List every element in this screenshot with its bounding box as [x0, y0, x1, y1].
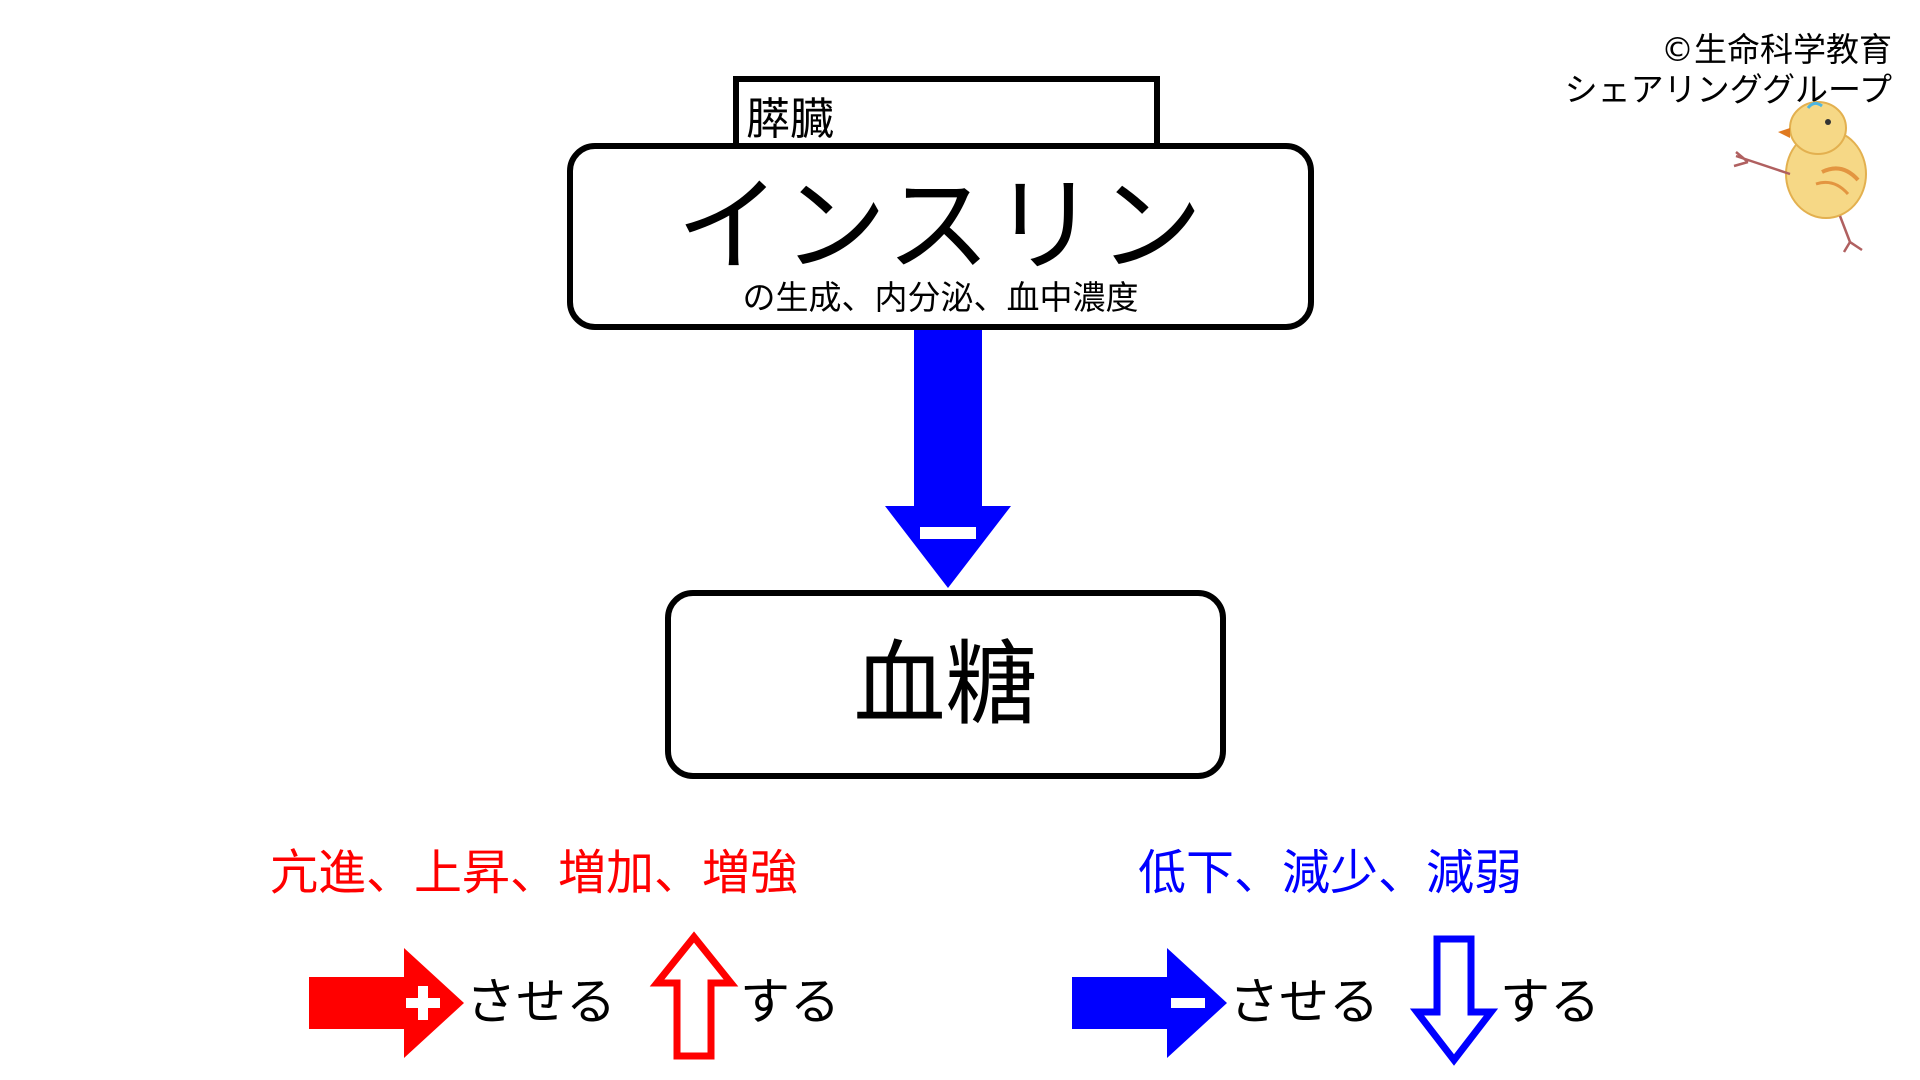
chick-mascot-icon [1733, 101, 1867, 253]
red-plus-arrow-icon [309, 948, 464, 1058]
increase-terms: 亢進、上昇、増加、増強 [270, 845, 799, 901]
suru-label-1: する [740, 973, 840, 1031]
blue-down-arrow-icon [1409, 935, 1499, 1066]
saseru-label-2: させる [1229, 973, 1379, 1031]
copyright-line-2: シェアリンググループ [1564, 70, 1892, 109]
suppress-arrow-minus-sign [920, 527, 976, 539]
saseru-label-1: させる [466, 973, 616, 1031]
insulin-subtitle: の生成、内分泌、血中濃度 [742, 278, 1139, 317]
red-up-arrow-icon [649, 931, 739, 1060]
insulin-box: インスリン の生成、内分泌、血中濃度 [567, 143, 1314, 330]
suppress-arrow [885, 330, 1011, 588]
blood-sugar-box: 血糖 [665, 590, 1226, 779]
blood-sugar-label: 血糖 [853, 631, 1038, 738]
decrease-terms: 低下、減少、減弱 [1138, 845, 1523, 901]
pancreas-label: 膵臓 [746, 94, 834, 145]
copyright-line-1: ©生命科学教育 [1661, 30, 1892, 69]
insulin-title: インスリン [676, 165, 1205, 287]
suru-label-2: する [1500, 973, 1600, 1031]
copyright-notice: ©生命科学教育 シェアリンググループ [1565, 30, 1892, 110]
blue-minus-arrow-icon [1072, 948, 1227, 1058]
